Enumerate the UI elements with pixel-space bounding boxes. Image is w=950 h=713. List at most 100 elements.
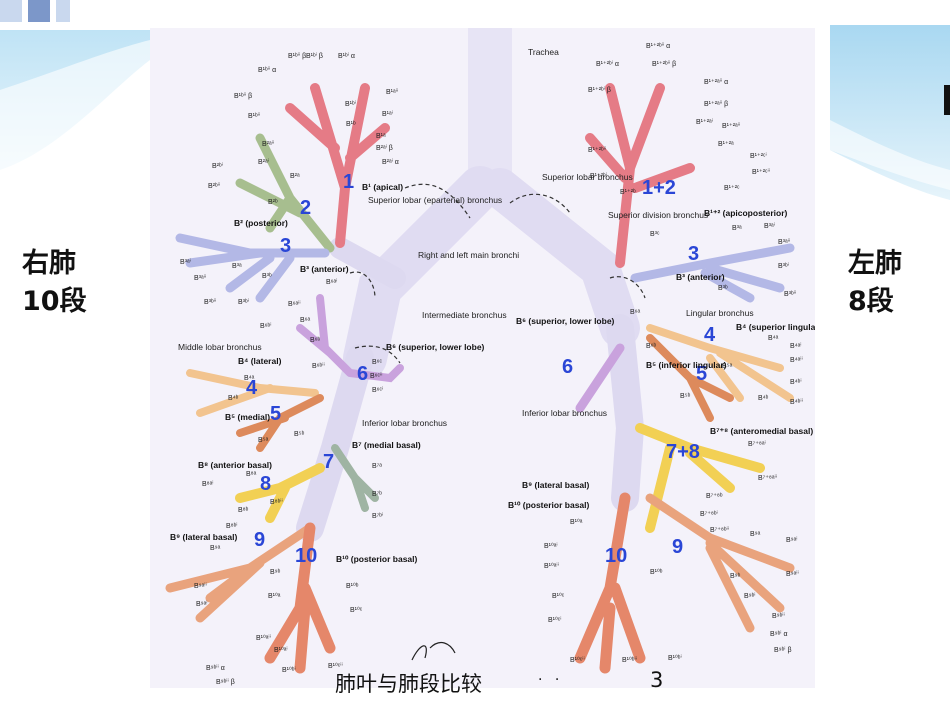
- left-lung-title: 左肺: [848, 248, 902, 279]
- sub-left-label-19: B³ᵇⁱ: [778, 262, 789, 270]
- sub-right-label-52: B¹⁰ᶜ: [350, 606, 363, 614]
- sub-left-label-26: B⁴ᵃⁱⁱ: [790, 356, 803, 364]
- sub-right-label-6: B¹ᵇⁱ: [345, 100, 356, 108]
- sub-right-label-22: B³ᵃⁱⁱ: [194, 274, 206, 282]
- caption-dots: · ·: [538, 672, 564, 688]
- sub-right-label-49: B⁹ᵃⁱⁱ: [194, 582, 207, 590]
- sub-right-label-15: B²ᵃ: [290, 173, 300, 180]
- sub-left-label-12: B¹⁺²ᶜⁱⁱ: [752, 168, 770, 176]
- sub-left-label-42: B⁹ᵇⁱⁱ: [772, 612, 785, 620]
- sub-right-label-27: B⁶ᵃ: [300, 317, 311, 324]
- sub-right-label-58: B⁹ᵇⁱⁱ β: [216, 678, 235, 686]
- sub-right-label-53: B¹⁰ᵃⁱⁱ: [256, 634, 271, 642]
- sub-left-label-36: B⁷⁺⁸ᵇⁱⁱ: [710, 526, 729, 534]
- sub-right-label-57: B⁹ᵇⁱⁱ α: [206, 664, 225, 672]
- label-b5-inferior-lingular: B⁵ (inferior lingular): [646, 360, 727, 370]
- sub-left-label-37: B⁹ᵃ: [750, 531, 761, 538]
- sub-right-label-4: B¹ᵃⁱⁱ: [386, 88, 398, 96]
- sub-left-label-22: B⁶ᵃ: [630, 309, 641, 316]
- num-2: 2: [300, 197, 311, 219]
- right-lung-segment-count: 10段: [22, 286, 87, 317]
- sub-left-label-8: B¹⁺²ᵇⁱⁱ: [588, 146, 606, 154]
- sub-right-label-36: B⁵ᵇ: [294, 431, 305, 438]
- sub-left-label-49: B¹⁰ᶜ: [552, 592, 565, 600]
- label-b7-medial-basal: B⁷ (medial basal): [352, 440, 421, 450]
- artist-signature: [411, 641, 456, 661]
- num-6-right: 6: [357, 363, 368, 385]
- sub-right-label-3: B¹ᵇⁱⁱ α: [258, 66, 276, 74]
- label-b12-apicoposterior: B¹⁺² (apicoposterior): [704, 208, 788, 218]
- sub-right-label-11: B²ᵃⁱⁱ: [262, 140, 274, 148]
- label-superior-lobar-left: Superior lobar bronchus: [542, 172, 633, 182]
- edge-mark: [944, 85, 950, 115]
- sub-left-label-23: B⁶ᵇ: [646, 343, 657, 350]
- sub-right-label-1: B¹ᵇⁱ β: [306, 52, 323, 60]
- label-b10-posterior-basal-right: B¹⁰ (posterior basal): [336, 554, 418, 564]
- num-10-right: 10: [295, 545, 317, 567]
- sub-right-label-45: B⁸ᵇⁱ: [226, 522, 238, 530]
- sub-right-label-13: B²ᵃⁱ: [258, 158, 269, 166]
- sub-left-label-41: B⁹ᵇⁱ: [744, 592, 756, 600]
- sub-right-label-25: B⁶ᵃⁱ: [326, 278, 337, 286]
- label-b9-lateral-basal-left: B⁹ (lateral basal): [522, 480, 590, 490]
- sub-right-label-16: B²ᵇⁱ: [212, 162, 223, 170]
- sub-right-label-44: B⁸ᵇⁱⁱ: [270, 498, 283, 506]
- sub-right-label-38: B⁷ᵃ: [372, 463, 382, 470]
- label-inferior-lobar-left: Inferior lobar bronchus: [522, 408, 607, 418]
- sub-right-label-40: B⁷ᵇⁱ: [372, 512, 383, 520]
- label-b4-lateral: B⁴ (lateral): [238, 356, 282, 366]
- lobar-dividers: [349, 183, 646, 364]
- sub-right-label-46: B⁹ᵃ: [210, 545, 221, 552]
- label-b3-anterior-left: B³ (anterior): [676, 272, 725, 282]
- num-4-left: 4: [704, 324, 716, 346]
- sub-left-label-35: B⁷⁺⁸ᵇⁱ: [700, 510, 718, 518]
- label-b1-apical: B¹ (apical): [362, 182, 403, 192]
- sub-right-label-51: B¹⁰ᵃ: [268, 592, 281, 600]
- segment-bronchus-labels: B¹ (apical) B² (posterior) B³ (anterior)…: [170, 182, 815, 564]
- label-b5-medial: B⁵ (medial): [225, 412, 270, 422]
- sub-left-label-38: B⁹ᵃⁱ: [786, 536, 798, 544]
- sub-left-label-30: B⁵ᵃ: [722, 363, 733, 370]
- sub-right-label-32: B⁶ᶜⁱⁱ: [370, 372, 383, 380]
- sub-right-label-42: B⁸ᵃⁱ: [202, 480, 213, 488]
- sub-right-label-18: B²ᵇ: [268, 199, 278, 206]
- slide-caption: 肺叶与肺段比较: [335, 672, 482, 696]
- sub-left-label-39: B⁹ᵃⁱⁱ: [786, 570, 799, 578]
- num-8: 8: [260, 473, 271, 495]
- sub-right-label-26: B⁶ᵃⁱⁱ: [288, 300, 301, 308]
- sub-left-label-46: B¹⁰ᵃⁱ: [544, 542, 558, 550]
- sub-left-label-29: B⁴ᵇⁱⁱ: [790, 398, 803, 406]
- sub-left-label-47: B¹⁰ᵃⁱⁱ: [544, 562, 559, 570]
- page-number: 3: [650, 668, 664, 692]
- sub-left-label-27: B⁴ᵇⁱ: [790, 378, 802, 386]
- num-7-8: 7+8: [666, 441, 700, 463]
- sub-left-label-0: B¹⁺²ᵇⁱⁱ α: [646, 42, 670, 50]
- sub-left-label-44: B⁹ᵇⁱ β: [774, 646, 792, 654]
- sub-right-label-8: B¹ᵇⁱⁱ: [248, 112, 260, 120]
- sub-right-label-14: B²ᵃⁱ α: [382, 158, 399, 166]
- sub-right-label-10: B¹ᵃ: [376, 133, 386, 140]
- num-1: 1: [343, 171, 354, 193]
- sub-left-label-14: B¹⁺²ᶜ: [724, 185, 740, 192]
- sub-right-label-29: B⁶ᵇ: [310, 337, 321, 344]
- sub-left-label-32: B⁷⁺⁸ᵃⁱ: [748, 440, 766, 448]
- label-b4-superior-lingular: B⁴ (superior lingular): [736, 322, 815, 332]
- label-superior-division: Superior division bronchus: [608, 210, 708, 220]
- sub-left-label-51: B¹⁰ᶜⁱⁱ: [570, 656, 585, 664]
- sub-right-label-30: B⁶ᵇⁱⁱ: [312, 362, 325, 370]
- num-4-right: 4: [246, 377, 258, 399]
- sub-right-label-5: B¹ᵇⁱⁱ β: [234, 92, 252, 100]
- sub-left-label-52: B¹⁰ᵇⁱⁱ: [622, 656, 637, 664]
- num-9-right: 9: [254, 529, 265, 551]
- sub-right-label-41: B⁸ᵃ: [246, 471, 257, 478]
- sub-left-label-11: B¹⁺²ᶜⁱ: [750, 152, 767, 160]
- sub-left-label-18: B³ᵃⁱⁱ: [778, 238, 790, 246]
- label-lingular: Lingular bronchus: [686, 308, 754, 318]
- left-wave-decoration: [0, 30, 150, 190]
- num-1-2: 1+2: [642, 177, 676, 199]
- label-b3-anterior-right: B³ (anterior): [300, 264, 349, 274]
- num-5-right: 5: [270, 403, 281, 425]
- label-b8-anterior-basal: B⁸ (anterior basal): [198, 460, 272, 470]
